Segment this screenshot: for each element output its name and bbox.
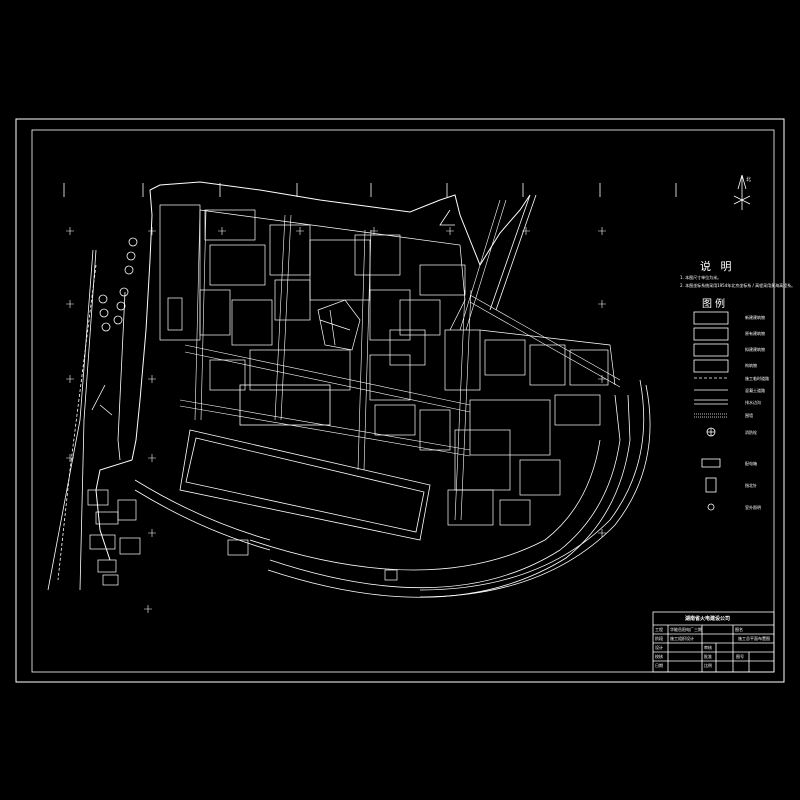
north-arrow-icon xyxy=(733,174,751,210)
east-buildings xyxy=(447,329,616,526)
legend-label-wall: 围墙 xyxy=(745,413,753,418)
rail-spur xyxy=(439,194,537,311)
legend-title: 说 明 xyxy=(700,260,735,273)
title-block-company: 湖南省火电建设公司 xyxy=(685,616,731,622)
grid-axis-ticks xyxy=(63,183,677,197)
tb-r0c3: 施工总平面布置图 xyxy=(738,636,770,641)
north-label: 北 xyxy=(746,177,752,183)
tb-r0c2: 图名 xyxy=(735,627,743,632)
tb-r4c2: 比例 xyxy=(704,663,712,668)
legend-note-1: 1. 本图尺寸单位为米。 xyxy=(680,275,722,280)
legend-label-drain: 排水边沟 xyxy=(745,400,761,405)
plant-buildings xyxy=(159,204,481,451)
storage-tanks xyxy=(98,237,138,332)
legend-label-planned-building: 拟建建筑物 xyxy=(745,347,765,352)
tb-r3c2: 批准 xyxy=(704,654,712,659)
legend-label-lighting: 室外照明 xyxy=(745,505,761,510)
legend-label-existing-building: 原有建筑物 xyxy=(745,331,765,336)
southwest-buildings xyxy=(87,489,398,586)
legend-symbols xyxy=(693,311,729,511)
tb-r3c0: 校核 xyxy=(655,654,663,659)
outer-frame xyxy=(15,118,785,683)
railway-lines xyxy=(47,249,126,591)
coal-yard xyxy=(179,384,431,541)
tb-r1c0: 阶段 xyxy=(655,636,663,641)
tb-r1c1: 施工组织设计 xyxy=(670,636,694,641)
tb-r0c0: 工程 xyxy=(655,627,663,632)
legend-note-2: 2. 本图坐标系统采用1954年北京坐标系 / 高程采用黄海高程系。 xyxy=(680,283,796,288)
legend-subtitle: 图例 xyxy=(702,299,728,310)
tb-r2c2: 审核 xyxy=(704,645,712,650)
legend-label-hydrant: 消防栓 xyxy=(745,430,757,435)
perimeter-road xyxy=(134,379,651,598)
inner-frame xyxy=(31,129,775,673)
legend-label-north: 指北针 xyxy=(745,483,757,488)
legend-label-temp-road: 施工临时道路 xyxy=(745,376,769,381)
legend-label-dist-box: 配电箱 xyxy=(745,461,757,466)
tb-r2c0: 设计 xyxy=(655,645,663,650)
legend-label-structure: 构筑物 xyxy=(745,363,757,368)
legend-label-new-building: 新建建筑物 xyxy=(745,315,765,320)
site-boundary xyxy=(95,181,531,561)
tb-r0c1: 华能岳阳电厂三期 xyxy=(670,627,702,632)
legend-label-concrete-road: 混凝土道路 xyxy=(745,388,765,393)
tb-r3c3: 图号 xyxy=(736,654,744,659)
grid-crosses xyxy=(66,227,606,613)
title-block-frame xyxy=(652,611,775,673)
tb-r4c0: 日期 xyxy=(655,663,663,668)
